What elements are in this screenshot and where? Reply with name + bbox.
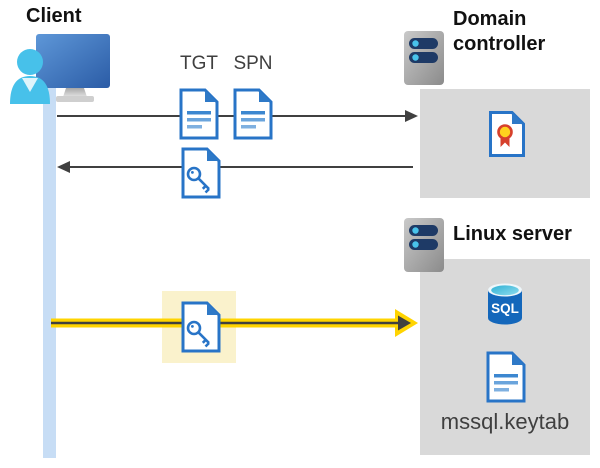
spn-label: SPN (233, 53, 273, 74)
response-arrow (57, 161, 413, 173)
keytab-ticket-key-icon (179, 300, 223, 359)
service-ticket-key-icon (179, 146, 223, 205)
domain-controller-label: Domain controller (453, 8, 546, 55)
user-icon (17, 49, 43, 75)
client-device-icon (8, 32, 112, 104)
tgt-document-icon (177, 87, 221, 146)
monitor-icon (36, 34, 110, 88)
domain-controller-server-icon (403, 30, 445, 91)
tgt-label: TGT (180, 53, 218, 74)
sql-database-text: SQL (491, 301, 519, 316)
client-label: Client (26, 5, 82, 27)
sql-database-icon: SQL (485, 281, 525, 332)
spn-document-icon (231, 87, 275, 146)
certificate-icon (487, 110, 527, 163)
keytab-file-label: mssql.keytab (440, 409, 570, 434)
linux-server-label: Linux server (453, 223, 572, 245)
keytab-file-icon (484, 350, 528, 409)
client-lifeline (43, 84, 56, 458)
linux-server-server-icon (403, 217, 445, 278)
